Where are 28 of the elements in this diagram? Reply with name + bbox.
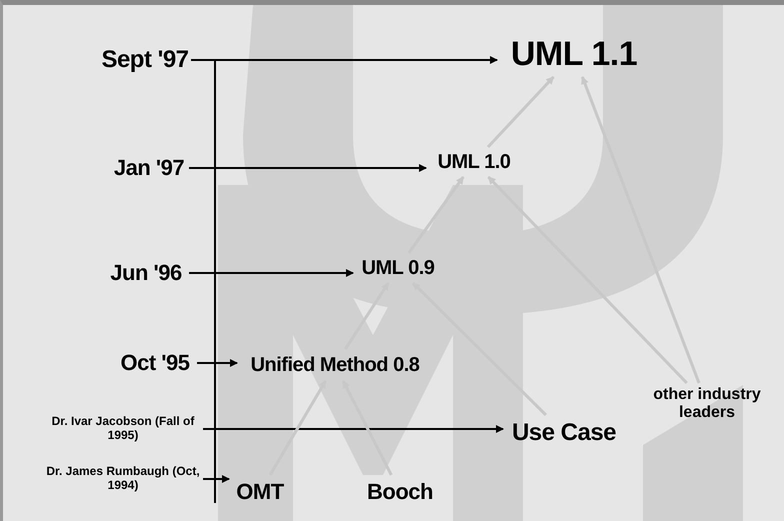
node-label: UML 0.9 xyxy=(362,256,434,280)
node-label: UML 1.0 xyxy=(438,150,510,174)
node-label: Jun '96 xyxy=(110,260,182,286)
arrow xyxy=(580,76,700,384)
node-label: Sept '97 xyxy=(101,46,189,74)
node-label: Oct '95 xyxy=(120,350,190,376)
arrow xyxy=(412,282,547,416)
arrow xyxy=(486,76,555,148)
arrow xyxy=(189,164,427,172)
arrow xyxy=(189,269,354,277)
node-label: other industry leaders xyxy=(652,386,762,422)
arrow xyxy=(191,56,498,64)
arrow xyxy=(342,380,393,476)
node-label: Use Case xyxy=(512,419,616,447)
arrow xyxy=(203,475,230,483)
node-label: Dr. Ivar Jacobson (Fall of 1995) xyxy=(50,415,196,443)
node-label: OMT xyxy=(236,479,284,505)
arrow xyxy=(344,282,390,350)
arrow xyxy=(197,359,238,367)
node-label: Unified Method 0.8 xyxy=(250,354,420,376)
arrow xyxy=(487,176,688,384)
node-label: Jan '97 xyxy=(114,155,184,181)
arrow xyxy=(408,176,464,254)
arrow xyxy=(203,425,504,433)
node-label: UML 1.1 xyxy=(510,35,638,75)
node-label: Booch xyxy=(367,479,433,505)
arrow xyxy=(268,380,327,476)
node-label: Dr. James Rumbaugh (Oct, 1994) xyxy=(45,465,201,493)
